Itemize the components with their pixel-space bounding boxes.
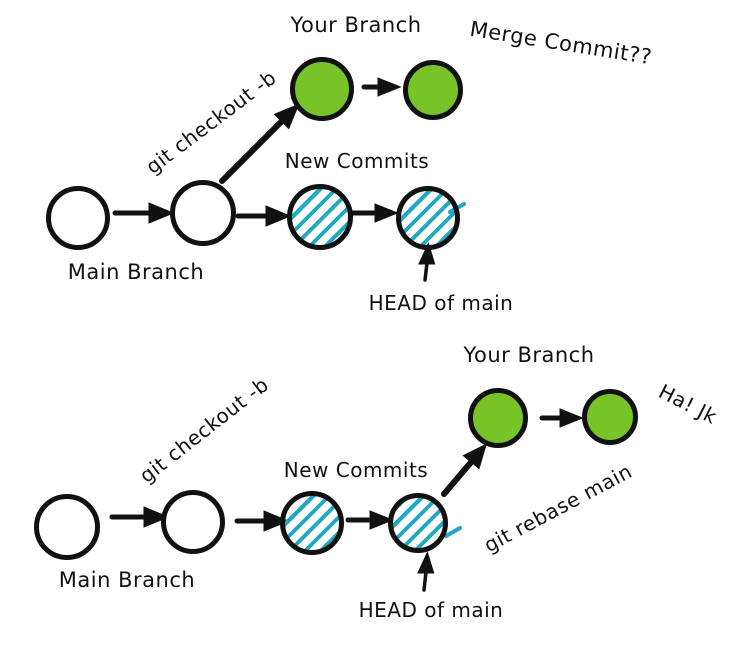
branch-commit-node: [468, 388, 528, 448]
ha-jk-label: Ha! Jk: [654, 379, 722, 429]
main-branch-label-top: Main Branch: [67, 260, 205, 284]
new-commit-node: [287, 184, 353, 250]
new-commits-label-bottom: New Commits: [283, 458, 429, 482]
arrowhead-bottom-branch: [559, 408, 584, 428]
branch-commit-node: [290, 57, 354, 121]
arrowhead-top-new-commits: [374, 203, 399, 223]
arrowhead-bottom-new-commits: [369, 510, 394, 530]
branch-commit-node: [582, 389, 638, 445]
main-branch-label-bottom: Main Branch: [58, 568, 196, 592]
rebase-command-label: git rebase main: [479, 458, 637, 558]
commit-node: [34, 494, 100, 560]
merge-commit-label: Merge Commit??: [468, 16, 654, 70]
checkout-command-label-top: git checkout -b: [141, 65, 281, 179]
arrow-top-checkout-diagonal: [219, 119, 284, 184]
new-commit-node: [396, 186, 460, 250]
arrowhead-top-main-1: [148, 202, 175, 224]
your-branch-label-bottom: Your Branch: [463, 343, 595, 367]
head-of-main-label-bottom: HEAD of main: [358, 598, 504, 622]
arrowhead-bottom-rebase-diagonal: [462, 443, 488, 470]
head-of-main-label-top: HEAD of main: [368, 291, 514, 315]
new-commit-node: [280, 491, 344, 555]
arrow-top-head-pointer: [423, 261, 429, 282]
arrowhead-top-checkout-diagonal: [273, 103, 300, 130]
arrowhead-top-branch: [377, 77, 402, 97]
branch-commit-node: [403, 60, 463, 120]
arrowhead-top-main-2: [265, 205, 292, 227]
arrowhead-bottom-head-pointer: [417, 551, 435, 574]
commit-node: [161, 490, 225, 554]
arrow-bottom-rebase-diagonal: [441, 458, 475, 497]
new-commit-node: [388, 493, 448, 553]
checkout-command-label-bottom: git checkout -b: [134, 372, 274, 488]
your-branch-label-top: Your Branch: [290, 13, 422, 37]
new-commits-label-top: New Commits: [284, 149, 430, 173]
commit-node: [170, 180, 236, 246]
hatch-overflow-tick-bottom: [444, 526, 462, 538]
commit-node: [46, 186, 110, 250]
arrowhead-top-head-pointer: [418, 242, 436, 265]
arrow-bottom-head-pointer: [422, 570, 428, 592]
